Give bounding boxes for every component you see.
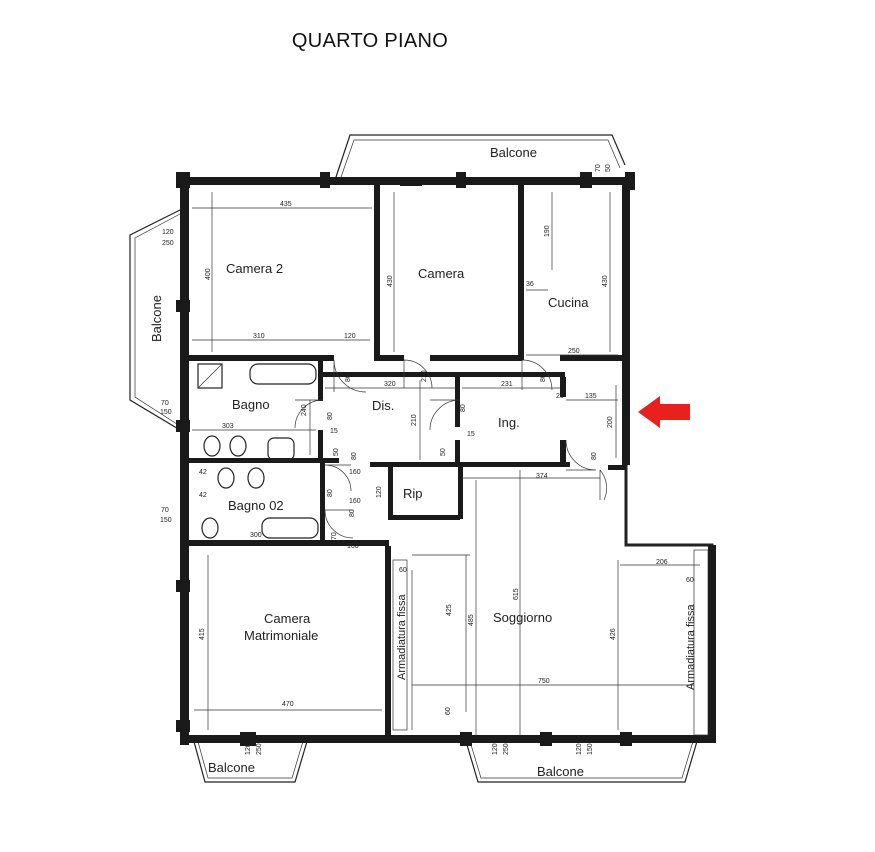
dim-250b: 250 [568,348,580,355]
dim-400: 400 [205,268,212,280]
dim-120c: 120 [376,486,383,498]
dim-15a: 15 [330,428,338,435]
dim-80a: 80 [345,374,352,382]
dim-425: 425 [446,604,453,616]
dim-80g: 80 [327,489,334,497]
dim-80f: 80 [327,412,334,420]
dim-430b: 430 [602,275,609,287]
dim-60a: 60 [399,567,407,574]
dim-750: 750 [538,678,550,685]
label-armadiatura-right: Armadiatura fissa [685,604,697,690]
room-label-balcone-bottom-right: Balcone [537,764,584,779]
dim-250c: 250 [256,743,263,755]
dim-36: 36 [526,281,534,288]
balcony-bottom-left [192,737,309,783]
dim-426: 426 [610,628,617,640]
dim-470: 470 [282,701,294,708]
dim-150: 150 [160,517,172,524]
window-marks [176,172,632,746]
dim-120e: 120 [492,743,499,755]
dim-240: 240 [301,404,308,416]
dim-310: 310 [253,333,265,340]
dim-42b: 42 [199,492,207,499]
dim-485: 485 [468,614,475,626]
dim-70: 70 [595,164,602,172]
room-label-rip: Rip [403,486,423,501]
dim-300: 300 [250,532,262,539]
room-label-balcone-top: Balcone [490,145,537,160]
fixed-closets [392,549,709,736]
dim-150b: 150 [160,409,172,416]
dim-374: 374 [536,473,548,480]
dim-42a: 42 [199,469,207,476]
dim-80e: 80 [591,452,598,460]
balcony-top [334,134,626,181]
dim-80d: 80 [540,374,547,382]
room-label-camera-matrimoniale-1: Camera [264,611,311,626]
interior-walls [189,185,626,736]
balcony-left [129,209,181,431]
room-label-ing: Ing. [498,415,520,430]
dim-70b: 70 [161,507,169,514]
dim-320: 320 [384,381,396,388]
dim-200: 200 [607,416,614,428]
door-swings [294,359,607,539]
dim-120: 120 [162,229,174,236]
dim-15b: 15 [467,431,475,438]
room-label-camera-matrimoniale-2: Matrimoniale [244,628,318,643]
dim-615: 615 [513,588,520,600]
room-label-cucina: Cucina [548,295,589,310]
dim-50: 50 [605,164,612,172]
room-label-soggiorno: Soggiorno [493,610,552,625]
room-label-bagno-02: Bagno 02 [228,498,284,513]
dim-120d: 120 [245,743,252,755]
dim-435: 435 [280,201,292,208]
dim-160a: 160 [349,469,361,476]
label-armadiatura-left: Armadiatura fissa [396,594,408,680]
dim-60b: 60 [686,577,694,584]
dimension-lines [192,192,700,735]
room-label-bagno: Bagno [232,397,270,412]
dim-160c: 160 [347,543,359,550]
dim-250d: 250 [503,743,510,755]
dim-70d: 70 [331,532,338,540]
dim-210a: 210 [411,414,418,426]
dim-210b: 210 [421,370,428,382]
dim-80h: 80 [349,509,356,517]
dim-80b: 80 [460,404,467,412]
dim-60c: 60 [445,707,452,715]
room-label-balcone-bottom-left: Balcone [208,760,255,775]
dim-430a: 430 [387,275,394,287]
room-label-balcone-left: Balcone [149,295,164,342]
dim-160b: 160 [349,498,361,505]
dim-50b: 50 [333,448,340,456]
dim-415: 415 [199,628,206,640]
entrance-arrow-icon [638,396,690,428]
room-label-camera-2: Camera 2 [226,261,283,276]
dim-120f: 120 [576,743,583,755]
dim-231: 231 [501,381,513,388]
room-label-dis: Dis. [372,398,394,413]
dim-206: 206 [656,559,668,566]
room-label-camera: Camera [418,266,465,281]
dim-70c: 70 [161,400,169,407]
balcony-bottom-right [464,737,699,783]
page-title: QUARTO PIANO [291,30,449,52]
dim-150c: 150 [587,743,594,755]
dim-190: 190 [544,225,551,237]
dim-50c: 50 [440,448,447,456]
dim-303: 303 [222,423,234,430]
dim-20: 20 [556,393,564,400]
dim-250: 250 [162,240,174,247]
dim-80c: 80 [351,452,358,460]
bathroom-fixtures [197,363,319,539]
dim-135: 135 [585,393,597,400]
dim-120b: 120 [344,333,356,340]
